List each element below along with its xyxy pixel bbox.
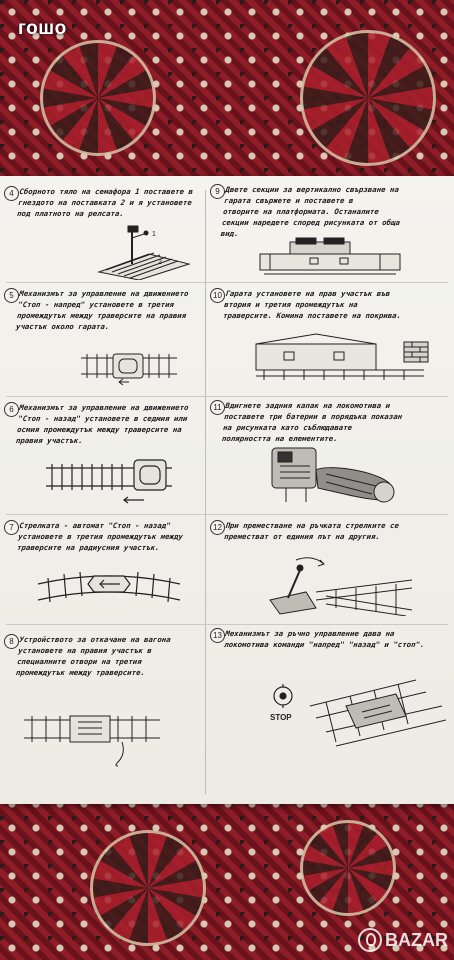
manual-control-illustration bbox=[306, 676, 446, 750]
step-number: 8 bbox=[4, 634, 19, 649]
step-text: Гарата установете на прав участък във вт… bbox=[222, 289, 402, 320]
semaphore-illustration: 1 2 bbox=[94, 224, 194, 280]
step-text: Устройството за откачане на вагона устан… bbox=[15, 635, 172, 677]
column-divider bbox=[205, 190, 206, 794]
step-11: 11 Вдигнете задния капак на локомотива и… bbox=[210, 400, 450, 510]
step-number: 7 bbox=[4, 520, 19, 535]
bazar-logo-text: BAZAR bbox=[385, 929, 448, 950]
row-divider bbox=[6, 514, 448, 515]
step-text: Двете секции за вертикално свързване на … bbox=[220, 185, 401, 238]
step-10: 10 Гарата установете на прав участък във… bbox=[210, 288, 450, 392]
step-7: 7 Стрелката - автомат "Стоп - назад" уст… bbox=[4, 520, 202, 620]
step-number: 4 bbox=[4, 186, 19, 201]
uncoupler-illustration bbox=[22, 710, 162, 768]
instruction-sheet: 4 Сборното тяло на семафора 1 поставете … bbox=[0, 176, 454, 804]
bazar-logo: BAZAR bbox=[358, 928, 448, 952]
seller-watermark: гошо bbox=[18, 18, 67, 39]
step-12: 12 При преместване на ръчката стрелките … bbox=[210, 520, 450, 620]
callout-label: 1 bbox=[152, 231, 156, 238]
row-divider bbox=[6, 282, 448, 283]
step-number: 9 bbox=[210, 184, 225, 199]
step-number: 12 bbox=[210, 520, 225, 535]
rug-medallion bbox=[90, 830, 206, 946]
step-text: Вдигнете задния капак на локомотива и по… bbox=[221, 401, 403, 443]
curved-track-illustration bbox=[34, 564, 184, 618]
stop-icon: STOP bbox=[268, 684, 298, 724]
step-text: При преместване на ръчката стрелките се … bbox=[223, 521, 400, 541]
step-5: 5 Механизмът за управление на движението… bbox=[4, 288, 202, 392]
step-number: 13 bbox=[210, 628, 225, 643]
switch-lever-illustration bbox=[266, 552, 416, 616]
stop-label: STOP bbox=[270, 713, 292, 722]
callout-label: 2 bbox=[158, 259, 162, 266]
step-13: 13 Механизмът за ръчно управление дава н… bbox=[210, 628, 450, 794]
stop-back-illustration bbox=[44, 454, 174, 506]
rug-medallion bbox=[300, 30, 436, 166]
step-number: 6 bbox=[4, 402, 19, 417]
step-6: 6 Механизмът за управление на движението… bbox=[4, 402, 202, 510]
step-text: Механизмът за управление на движението "… bbox=[15, 403, 189, 445]
station-chimney-illustration bbox=[254, 332, 444, 390]
step-number: 10 bbox=[210, 288, 225, 303]
step-text: Сборното тяло на семафора 1 поставете в … bbox=[16, 187, 194, 218]
step-text: Механизмът за ръчно управление дава на л… bbox=[223, 629, 425, 649]
stop-forward-illustration bbox=[79, 346, 179, 386]
step-9: 9 Двете секции за вертикално свързване н… bbox=[210, 184, 450, 280]
locomotive-battery-illustration bbox=[266, 444, 406, 510]
step-text: Стрелката - автомат "Стоп - назад" устан… bbox=[16, 521, 184, 552]
rug-medallion bbox=[300, 820, 396, 916]
row-divider bbox=[6, 396, 448, 397]
station-illustration bbox=[250, 236, 410, 280]
step-8: 8 Устройството за откачане на вагона уст… bbox=[4, 634, 202, 794]
step-number: 5 bbox=[4, 288, 19, 303]
bazar-logo-icon bbox=[358, 928, 382, 952]
row-divider bbox=[6, 624, 448, 625]
step-text: Механизмът за управление на движението "… bbox=[15, 289, 189, 331]
step-number: 11 bbox=[210, 400, 225, 415]
rug-medallion bbox=[40, 40, 156, 156]
step-4: 4 Сборното тяло на семафора 1 поставете … bbox=[4, 186, 202, 280]
